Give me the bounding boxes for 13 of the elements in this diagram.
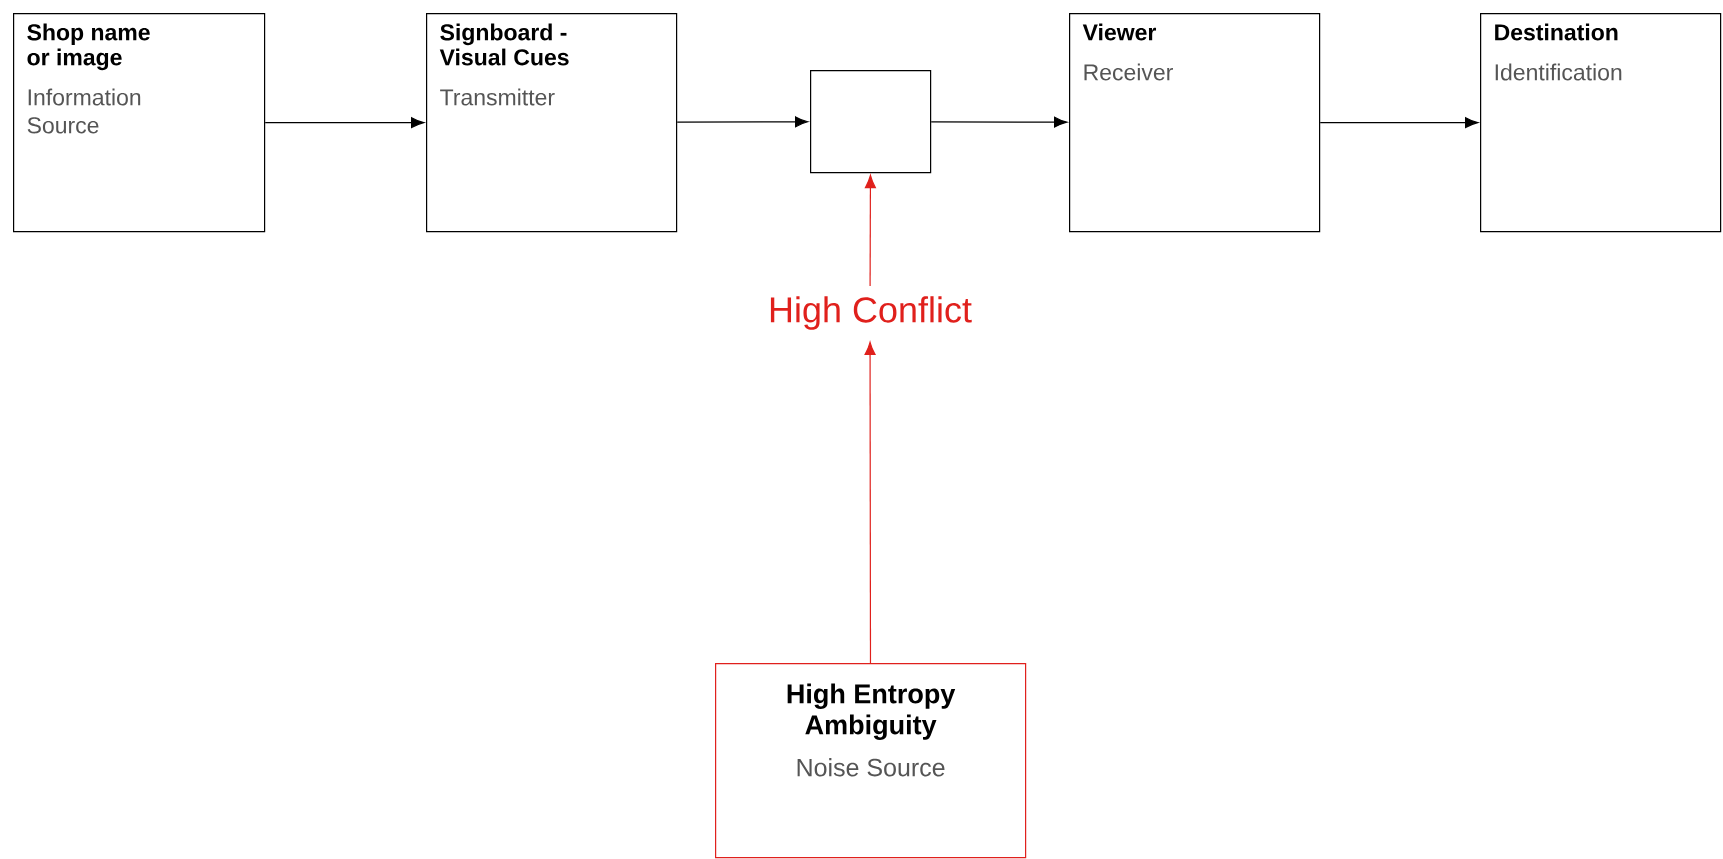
process-box: Signboard - Visual Cues Transmitter [426, 13, 678, 233]
arrow [864, 341, 876, 664]
arrow [676, 116, 809, 128]
arrow [864, 174, 876, 287]
process-box: Destination Identification [1480, 13, 1722, 233]
process-box: Shop name or image Information Source [13, 13, 266, 233]
empty-box [810, 70, 932, 174]
noise-source-box: High Entropy Ambiguity Noise Source [715, 663, 1027, 859]
process-box: Viewer Receiver [1069, 13, 1321, 233]
arrow [930, 116, 1068, 128]
arrow [1319, 117, 1479, 129]
arrow [264, 117, 425, 129]
conflict-label: High Conflict [770, 296, 972, 330]
